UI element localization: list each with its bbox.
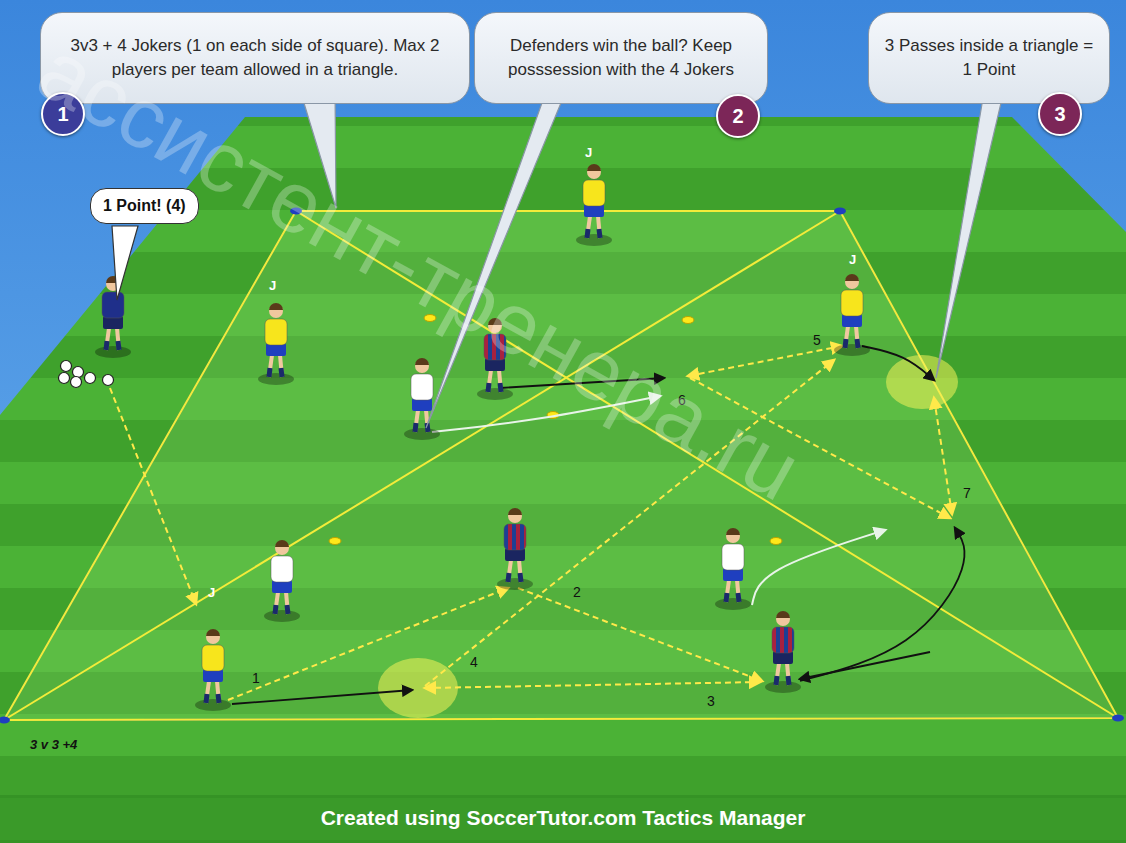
run-line: [232, 690, 412, 704]
cone: [770, 538, 782, 545]
note-bubble: Defenders win the ball? Keep posssession…: [474, 12, 768, 104]
pass-number: 3: [707, 693, 715, 709]
node-text: 3: [1054, 103, 1065, 126]
joker-label: J: [849, 252, 856, 267]
pass-line: [690, 378, 950, 518]
corner-cone: [834, 208, 846, 215]
ball: [71, 377, 82, 388]
ball: [73, 367, 84, 378]
callout-tail: [112, 226, 138, 300]
pass-line: [934, 398, 952, 514]
run-line: [800, 652, 930, 679]
player: [765, 611, 801, 693]
ball: [103, 375, 114, 386]
player: [264, 540, 300, 622]
callout-tails: [112, 86, 1005, 428]
run-line: [500, 378, 664, 388]
run-line: [862, 346, 934, 380]
player: [497, 508, 533, 590]
note-bubble: 3v3 + 4 Jokers (1 on each side of square…: [40, 12, 470, 104]
pass-number: 7: [963, 485, 971, 501]
callout-number: 3: [1038, 92, 1082, 136]
corner-cone: [1112, 715, 1124, 722]
callout-tail: [936, 86, 1005, 378]
pitch: [0, 117, 1126, 843]
joker-label: J: [585, 145, 592, 160]
player: [195, 629, 231, 711]
pass-line: [518, 588, 762, 681]
pass-number: 6: [678, 392, 686, 408]
player: [95, 276, 131, 358]
joker-label: J: [208, 585, 215, 600]
callout-number: 2: [716, 94, 760, 138]
node-text: 3 Passes inside a triangle = 1 Point: [883, 34, 1095, 82]
pass-line: [425, 360, 834, 686]
node-text: 1 Point! (4): [103, 197, 186, 214]
player: [834, 274, 870, 356]
pass-line: [425, 682, 760, 688]
cone: [424, 315, 436, 322]
node-text: 1: [57, 103, 68, 126]
point-bubble: 1 Point! (4): [90, 188, 199, 224]
pass-line: [110, 388, 196, 604]
pass-number: 2: [573, 584, 581, 600]
player: [715, 528, 751, 610]
corner-cone: [0, 717, 10, 724]
pitch-band: [0, 795, 1126, 843]
drill-name: 3 v 3 +4: [30, 737, 77, 752]
corner-cone: [290, 208, 302, 215]
player: [477, 318, 513, 400]
pass-number: 5: [813, 332, 821, 348]
note-bubble: 3 Passes inside a triangle = 1 Point: [868, 12, 1110, 104]
node-text: 2: [732, 105, 743, 128]
caption: Created using SoccerTutor.com Tactics Ma…: [0, 806, 1126, 830]
callout-tail: [300, 90, 336, 208]
ball: [59, 373, 70, 384]
node-text: Defenders win the ball? Keep posssession…: [489, 34, 753, 82]
ball: [61, 361, 72, 372]
cone: [329, 538, 341, 545]
joker-label: J: [269, 278, 276, 293]
callout-number: 1: [41, 92, 85, 136]
players: [59, 164, 871, 711]
passes: [110, 346, 965, 718]
pass-number: 4: [470, 654, 478, 670]
player: [258, 303, 294, 385]
player: [404, 358, 440, 440]
player: [576, 164, 612, 246]
defender-move: [752, 530, 885, 605]
triangle-zone: [886, 355, 958, 409]
callout-tail: [426, 86, 568, 428]
node-text: 3v3 + 4 Jokers (1 on each side of square…: [55, 34, 455, 82]
pass-number: 1: [252, 670, 260, 686]
pass-line: [688, 346, 842, 376]
defender-move: [432, 396, 660, 432]
cone: [682, 317, 694, 324]
pass-line: [228, 588, 508, 700]
ball: [85, 373, 96, 384]
